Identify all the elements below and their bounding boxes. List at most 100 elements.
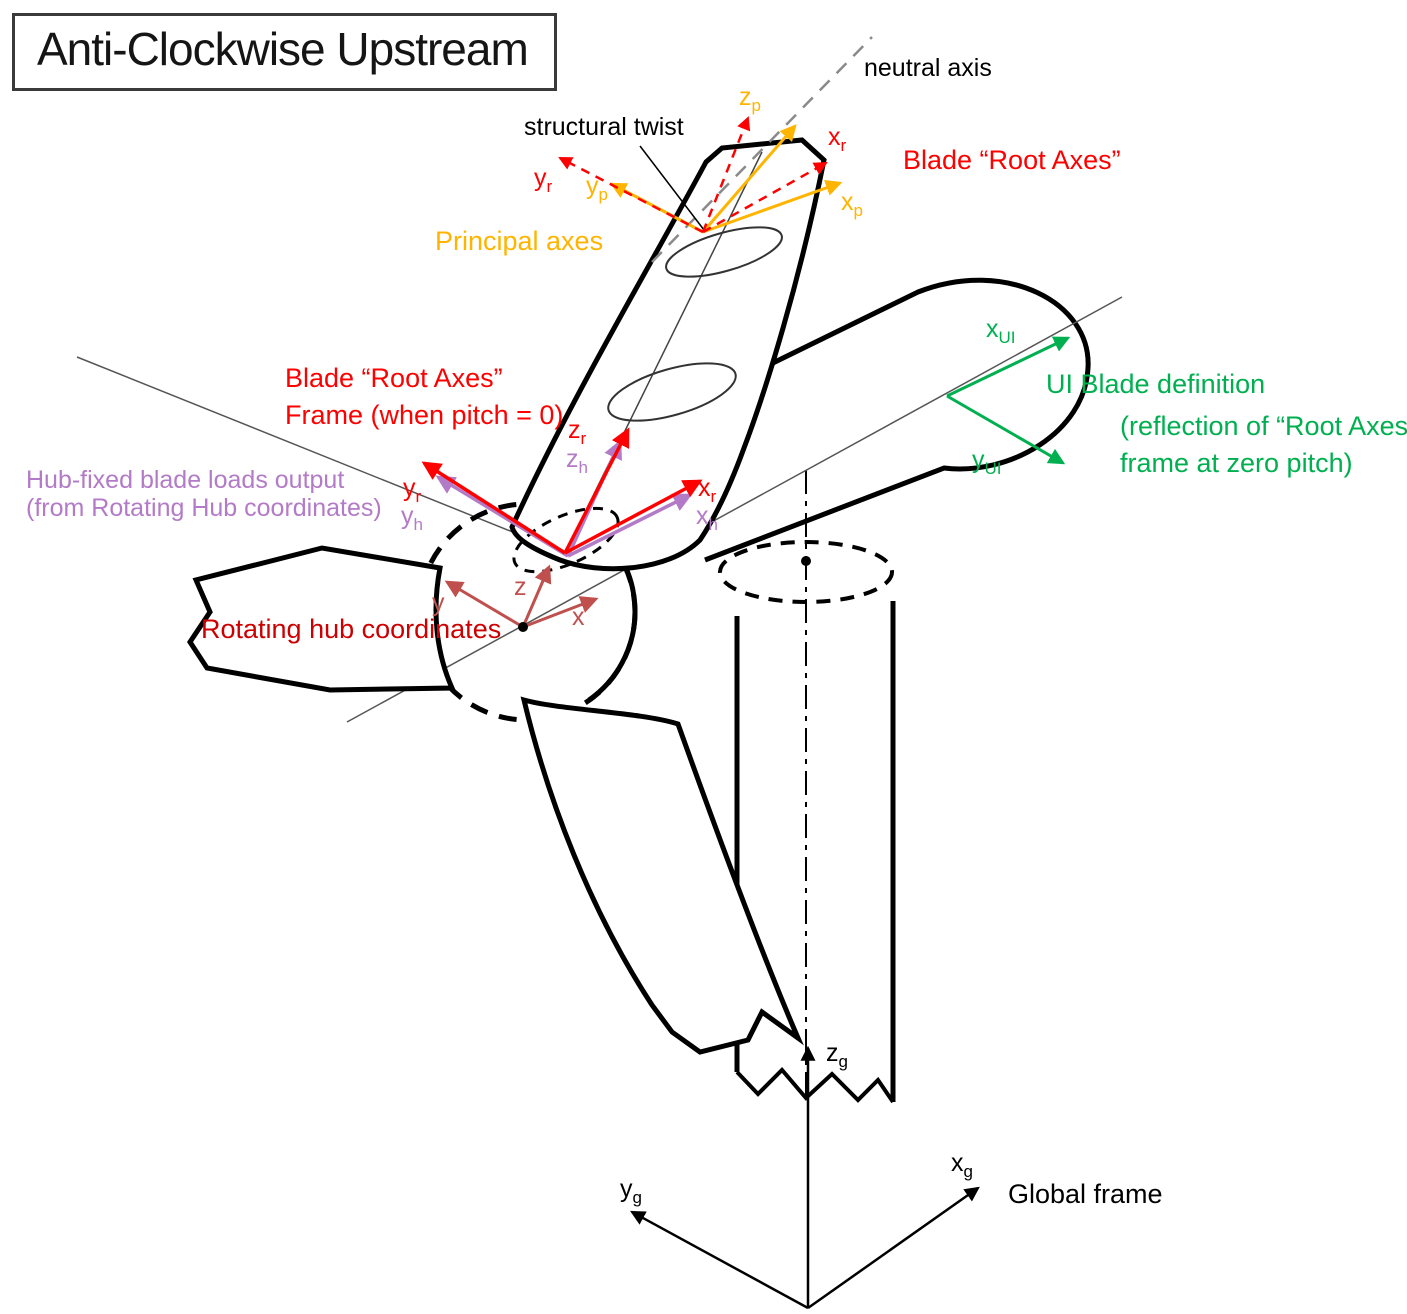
zg-label-sub: g [838,1052,848,1071]
zr-label-main: z [568,416,581,444]
rotating-hub-axes-arrows [444,564,599,629]
ui-blade-label-line3: frame at zero pitch) [1120,448,1353,478]
principal-axes-label: Principal axes [435,226,604,256]
xr-label-sub: r [710,487,717,506]
yp-label: yp [586,173,608,204]
xp-arrow [702,179,843,234]
zh-label: zh [566,446,588,477]
xr-top-label-main: x [828,123,841,151]
xg-label-main: x [951,1149,964,1177]
diagram-title: Anti-Clockwise Upstream [12,13,557,91]
blade-lower [520,696,804,1055]
yui-label-sub: UI [984,459,1002,478]
yr-label: yr [403,475,421,506]
xg-arrow [807,1186,980,1310]
hub-x-label-main: x [572,603,585,631]
yp-label-sub: p [598,185,608,204]
yaw-bearing-dashed-ellipse [718,540,894,604]
blade-upper [509,137,827,572]
structural-twist-label: structural twist [524,113,684,141]
ui-blade-label-line2: (reflection of “Root Axes” [1120,411,1407,441]
yg-label: yg [620,1176,642,1207]
yui-label-main: y [972,446,985,474]
zr-label-sub: r [580,429,587,448]
xh-label-sub: h [708,515,718,534]
xr-label-main: x [698,474,711,502]
xui-label-sub: UI [998,328,1016,347]
hub-fixed-label-line2: (from Rotating Hub coordinates) [26,494,382,522]
hub-x-arrow [522,596,599,629]
rotating-hub-origin-dot [518,622,528,632]
yr-top-label: yr [534,165,552,196]
yh-label: yh [401,503,423,534]
hub-fixed-label-line1: Hub-fixed blade loads output [26,466,345,494]
root-frame-label-line2: Frame (when pitch = 0) [285,400,564,430]
root-frame-label-line1: Blade “Root Axes” [285,363,503,393]
root-axes-arrows [421,427,703,555]
xr-label: xr [698,475,716,506]
global-frame-label: Global frame [1008,1179,1163,1209]
shaft-axis-dot [801,556,811,566]
xr-top-arrow [702,161,828,234]
zr-top-arrow [701,116,751,233]
yh-label-sub: h [413,515,423,534]
xh-label-main: x [696,502,709,530]
xr-arrow [564,479,703,555]
yg-arrow [630,1210,809,1310]
xh-label: xh [696,503,718,534]
xui-label: xUI [986,316,1016,347]
yr-top-arrow [558,156,704,234]
zp-arrow [701,124,797,233]
xr-top-label-sub: r [840,136,847,155]
blade-cross-section-upper [665,226,783,278]
yg-label-main: y [620,1175,633,1203]
hub-z-label: z [514,574,527,605]
hub-z-arrow [521,564,552,628]
yr-label-main: y [403,474,416,502]
xg-label-sub: g [963,1162,973,1181]
xp-label-sub: p [853,201,863,220]
lateral-axis-line [76,356,566,554]
yr-label-sub: r [415,487,422,506]
root-axes-top-arrows [558,116,828,234]
yh-label-main: y [401,502,414,530]
xh-arrow [567,493,693,558]
zh-label-main: z [566,445,579,473]
blade-cross-section-lower [607,362,737,422]
yr-top-label-sub: r [546,177,553,196]
global-frame-arrows [630,1045,980,1310]
blade-root-dashed-ellipse [512,506,620,574]
zp-label-main: z [739,83,752,111]
yr-arrow [421,461,566,555]
ui-blade-arrows [946,336,1071,465]
rotating-hub-label: Rotating hub coordinates [201,614,502,644]
zr-arrow [563,427,630,554]
zr-label: zr [568,417,586,448]
xui-label-main: x [986,315,999,343]
blade-left [187,545,456,693]
xp-label-main: x [841,188,854,216]
yg-label-sub: g [632,1188,642,1207]
xui-arrow [946,336,1071,398]
zp-label: zp [739,84,761,115]
yui-arrow [946,394,1066,465]
neutral-axis-label: neutral axis [864,54,992,82]
ui-blade-label-line1: UI Blade definition [1046,369,1266,399]
hub-y-label: y [432,590,445,621]
zp-label-sub: p [751,96,761,115]
yr-top-label-main: y [534,164,547,192]
xg-label: xg [951,1150,973,1181]
hub-z-label-main: z [514,573,527,601]
zg-label-main: z [826,1039,839,1067]
zh-label-sub: h [578,458,588,477]
yp-label-main: y [586,172,599,200]
tower-break-line [735,1067,895,1104]
hub-y-arrow [444,580,524,629]
structural-twist-pointer-line [639,145,705,231]
hub-y-label-main: y [432,589,445,617]
shaft-axis-line [346,296,1123,723]
blade-root-axes-label: Blade “Root Axes” [903,145,1121,175]
zg-label: zg [826,1040,848,1071]
